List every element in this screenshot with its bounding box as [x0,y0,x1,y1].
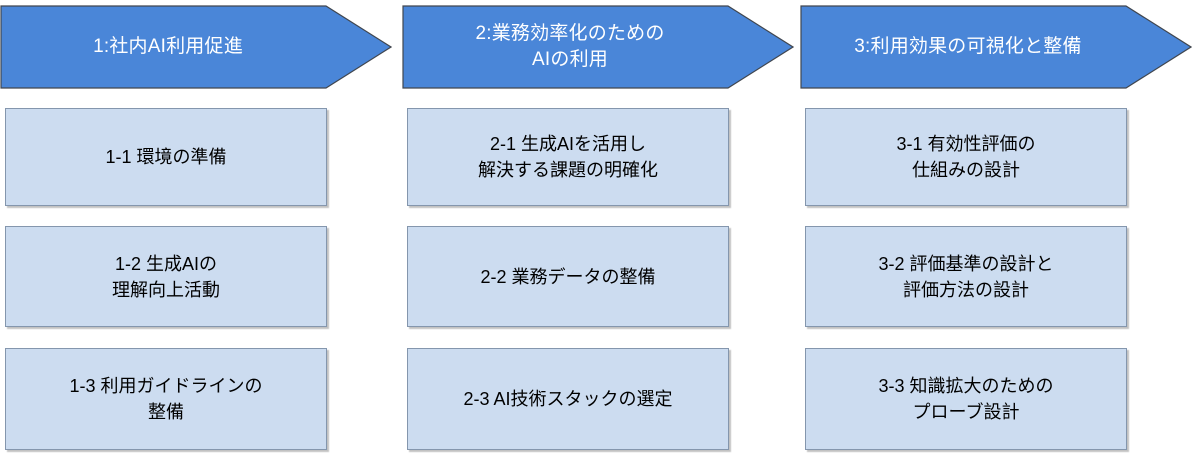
task-box-2-2[interactable]: 2-2 業務データの整備 [407,226,729,327]
task-box-2-3[interactable]: 2-3 AI技術スタックの選定 [407,348,729,450]
task-box-3-1[interactable]: 3-1 有効性評価の 仕組みの設計 [805,108,1127,206]
chevron-arrow-shape-2 [402,5,794,89]
task-box-1-3[interactable]: 1-3 利用ガイドラインの 整備 [5,348,327,450]
phase-column-1: 1:社内AI利用促進 1-1 環境の準備 1-2 生成AIの 理解向上活動 1-… [0,0,398,462]
phase-column-2: 2:業務効率化のための AIの利用 2-1 生成AIを活用し 解決する課題の明確… [402,0,800,462]
task-box-2-1[interactable]: 2-1 生成AIを活用し 解決する課題の明確化 [407,108,729,206]
phase-header-3[interactable]: 3:利用効果の可視化と整備 [800,5,1192,89]
phase-header-1[interactable]: 1:社内AI利用促進 [0,5,392,89]
chevron-arrow-shape-1 [0,5,392,89]
phase-header-2[interactable]: 2:業務効率化のための AIの利用 [402,5,794,89]
phase-column-3: 3:利用効果の可視化と整備 3-1 有効性評価の 仕組みの設計 3-2 評価基準… [800,0,1198,462]
task-box-1-2[interactable]: 1-2 生成AIの 理解向上活動 [5,226,327,327]
task-box-1-1[interactable]: 1-1 環境の準備 [5,108,327,206]
task-box-3-3[interactable]: 3-3 知識拡大のための プローブ設計 [805,348,1127,450]
task-box-3-2[interactable]: 3-2 評価基準の設計と 評価方法の設計 [805,226,1127,327]
chevron-arrow-shape-3 [800,5,1192,89]
